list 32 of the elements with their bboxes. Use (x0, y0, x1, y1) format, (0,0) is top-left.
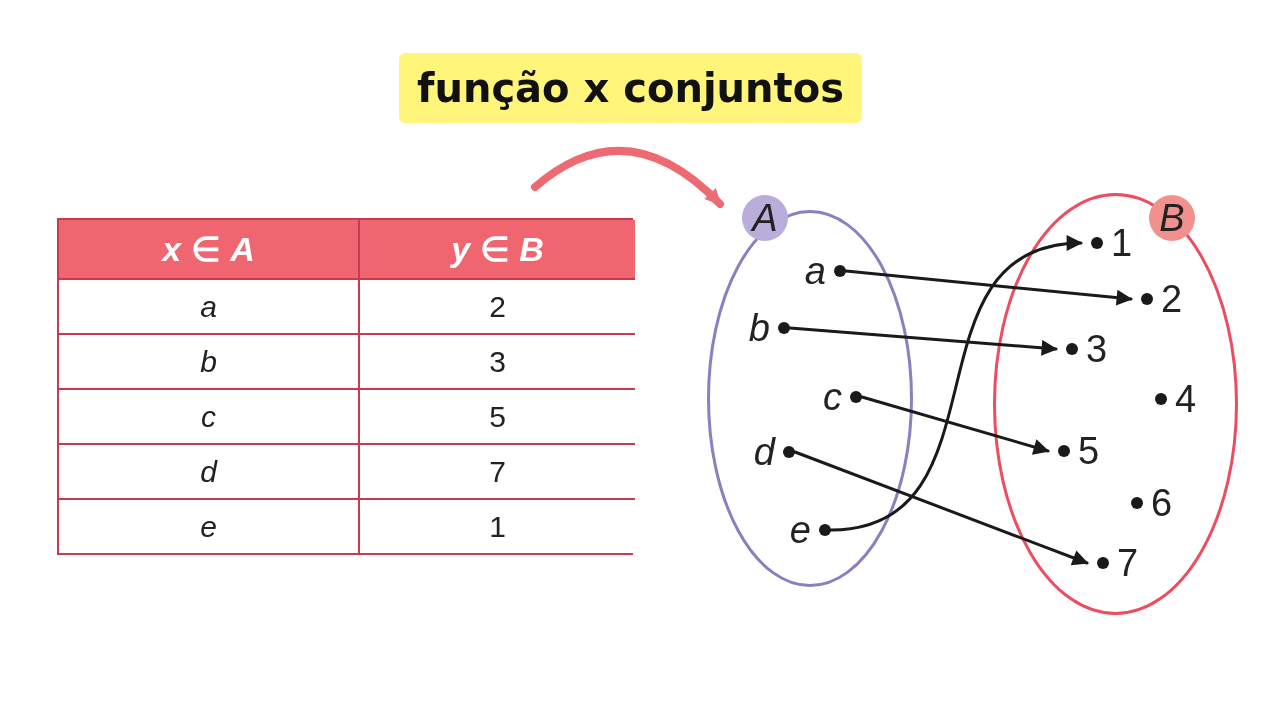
element-label: c (823, 378, 842, 416)
table-cell: a (59, 280, 360, 335)
curved-arrow (531, 147, 724, 208)
mapping-arrow (788, 326, 1058, 356)
table-cell: 5 (360, 390, 635, 445)
element-label: 2 (1161, 280, 1183, 318)
table-header-cell: x ∈ A (59, 220, 360, 280)
mapping-arrow (844, 269, 1133, 306)
element-label: 7 (1117, 544, 1139, 582)
table-cell: c (59, 390, 360, 445)
element-label: 3 (1086, 330, 1108, 368)
set-ellipse (993, 193, 1238, 615)
table-cell: 3 (360, 335, 635, 390)
set-name: A (742, 195, 788, 241)
table-cell: b (59, 335, 360, 390)
element-label: 6 (1151, 484, 1173, 522)
mapping-arrow (860, 395, 1050, 455)
element-label: 4 (1175, 380, 1197, 418)
element-label: a (804, 252, 826, 290)
table-cell: 7 (360, 445, 635, 500)
table-header-cell: y ∈ B (360, 220, 635, 280)
element-label: d (753, 433, 775, 471)
element-label: b (748, 309, 770, 347)
table-cell: 2 (360, 280, 635, 335)
mapping-arrow (793, 450, 1089, 566)
set-name: B (1149, 195, 1195, 241)
element-label: 5 (1078, 432, 1100, 470)
element-label: 1 (1111, 224, 1133, 262)
table-cell: d (59, 445, 360, 500)
element-label: e (789, 511, 811, 549)
mapping-arrow (829, 237, 1083, 532)
title-banner: função x conjuntos (399, 53, 862, 123)
